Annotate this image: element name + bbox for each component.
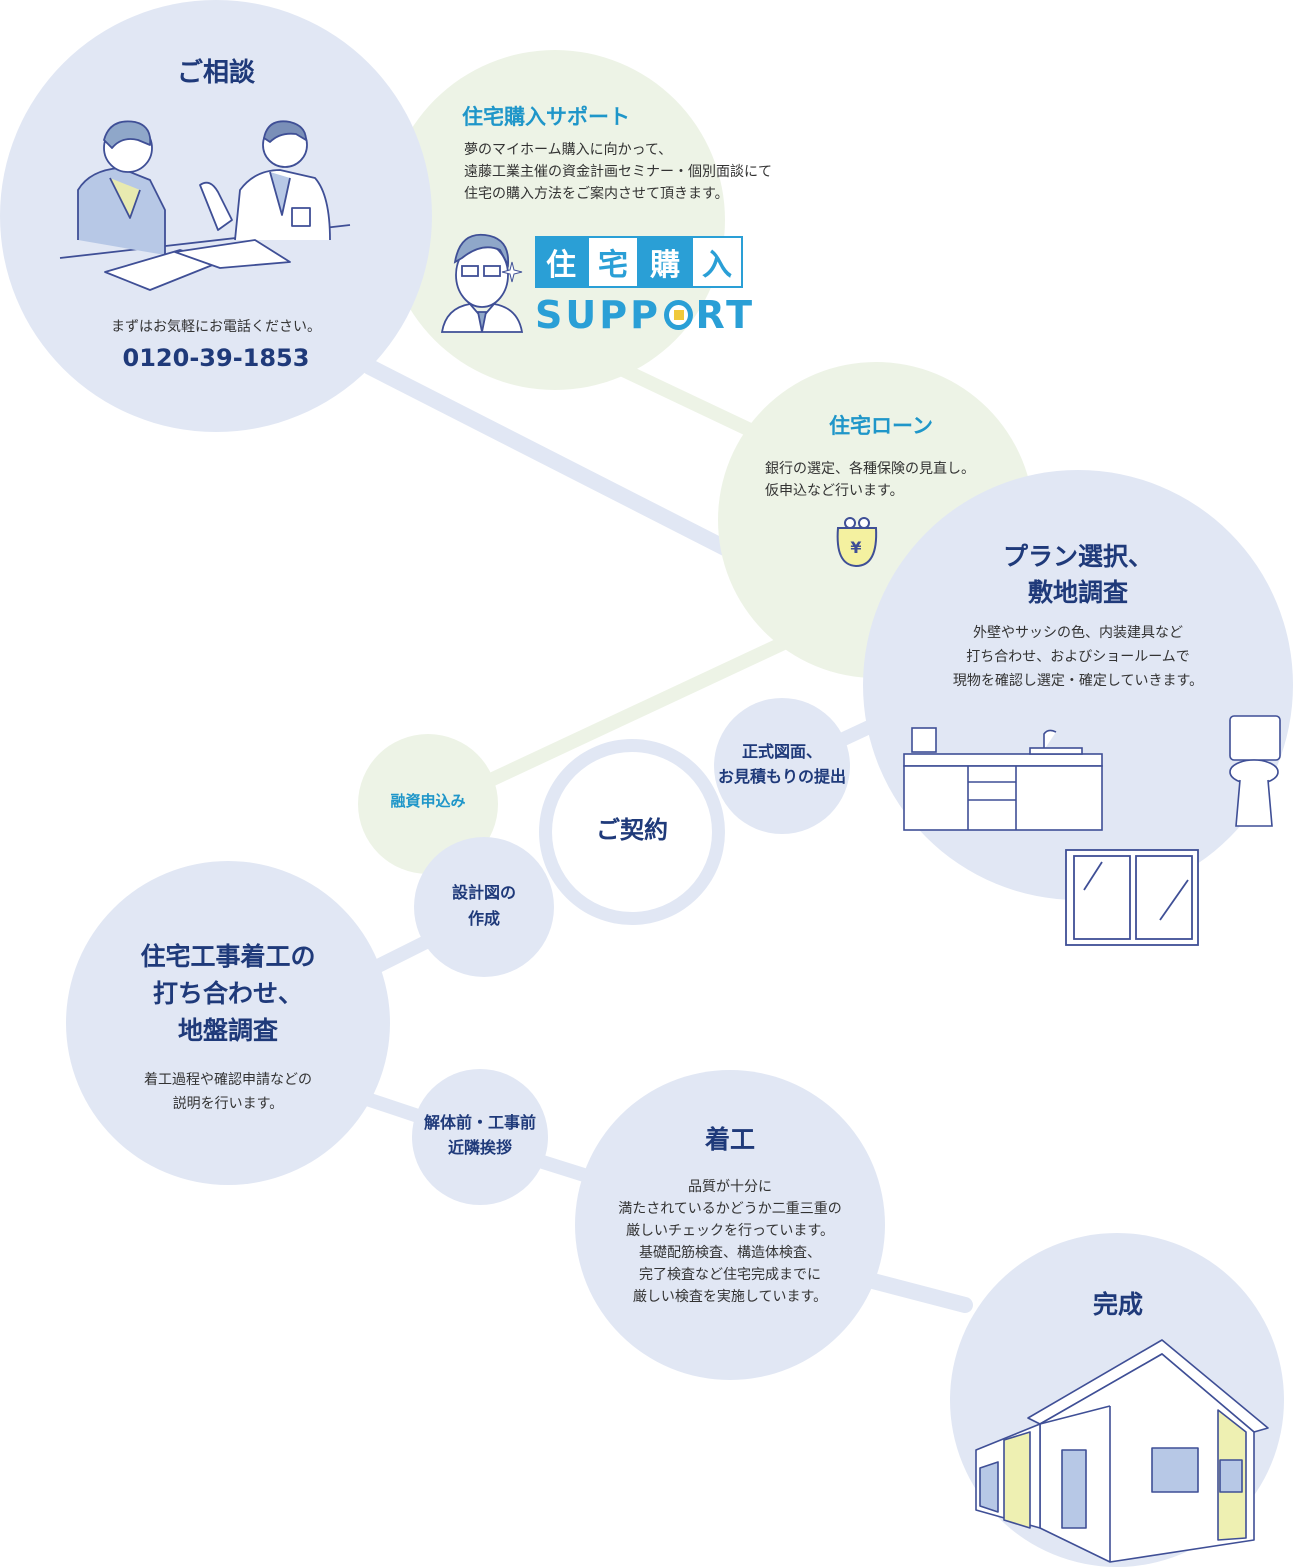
logo-char-3: 購: [639, 236, 691, 288]
start-circle: [575, 1070, 885, 1380]
estimate-line-2: お見積もりの提出: [717, 767, 846, 786]
meeting-line-1: 着工過程や確認申請などの: [144, 1072, 312, 1088]
design-line-2: 作成: [467, 909, 500, 928]
consult-title: ご相談: [176, 58, 255, 88]
logo-house-o-icon: [663, 300, 693, 330]
consult-note: まずはお気軽にお電話ください。: [111, 319, 321, 335]
yen-symbol: ¥: [850, 538, 862, 557]
contract-label: ご契約: [596, 816, 668, 844]
logo-char-4: 入: [691, 236, 743, 288]
estimate-line-1: 正式図面、: [741, 742, 822, 761]
meeting-title-line-2: 打ち合わせ、: [152, 979, 303, 1008]
start-line-3: 厳しいチェックを行っています。: [626, 1223, 834, 1239]
support-line-2: 遠藤工業主催の資金計画セミナー・個別面談にて: [464, 164, 772, 180]
design-circle: [414, 837, 554, 977]
consult-phone[interactable]: 0120-39-1853: [122, 344, 310, 372]
loan-line-1: 銀行の選定、各種保険の見直し。: [765, 461, 975, 477]
plan-line-3: 現物を確認し選定・確定していきます。: [952, 673, 1204, 689]
logo-word-pre: SUPP: [535, 293, 661, 337]
financing-label: 融資申込み: [390, 792, 466, 810]
meeting-circle: [66, 861, 390, 1185]
greeting-line-2: 近隣挨拶: [447, 1138, 512, 1157]
start-line-4: 基礎配筋検査、構造体検査、: [639, 1245, 821, 1261]
plan-title-line-1: プラン選択、: [1002, 542, 1153, 571]
complete-title: 完成: [1092, 1290, 1143, 1319]
window-illustration: [1065, 849, 1199, 946]
kitchen-illustration: [903, 727, 1103, 831]
start-title: 着工: [704, 1125, 755, 1154]
start-line-2: 満たされているかどうか二重三重の: [618, 1201, 842, 1217]
start-line-6: 厳しい検査を実施しています。: [632, 1289, 828, 1305]
support-circle: [385, 50, 725, 390]
support-title: 住宅購入サポート: [462, 105, 630, 129]
support-line-1: 夢のマイホーム購入に向かって、: [464, 142, 673, 158]
support-line-3: 住宅の購入方法をご案内させて頂きます。: [464, 186, 729, 202]
meeting-title-line-1: 住宅工事着工の: [140, 942, 316, 971]
loan-line-2: 仮申込など行います。: [765, 483, 904, 499]
greeting-circle: [412, 1069, 548, 1205]
connector-loan-financing: [473, 633, 797, 792]
support-logo-word: SUPP RT: [535, 294, 755, 336]
financing-circle: [358, 734, 498, 874]
plan-line-2: 打ち合わせ、およびショールームで: [966, 649, 1190, 665]
plan-title-line-2: 敷地調査: [1027, 578, 1128, 607]
start-line-5: 完了検査など住宅完成までに: [639, 1267, 821, 1283]
support-logo: 住 宅 購 入: [535, 236, 743, 288]
toilet-illustration: [1229, 715, 1281, 827]
connector-design-meeting: [363, 933, 437, 977]
design-line-1: 設計図の: [451, 883, 516, 902]
logo-char-2: 宅: [587, 236, 639, 288]
consultation-illustration: [59, 120, 351, 291]
meeting-line-2: 説明を行います。: [172, 1096, 284, 1112]
logo-char-1: 住: [535, 236, 587, 288]
loan-title: 住宅ローン: [829, 414, 933, 438]
house-illustration: [975, 1339, 1269, 1563]
contract-inner: [552, 752, 712, 912]
purse-yen-icon: [836, 517, 878, 568]
logo-word-post: RT: [695, 293, 755, 337]
greeting-line-1: 解体前・工事前: [423, 1113, 536, 1132]
start-line-1: 品質が十分に: [688, 1179, 772, 1195]
meeting-title-line-3: 地盤調査: [177, 1016, 278, 1045]
support-person-illustration: [440, 233, 524, 333]
estimate-circle: [714, 698, 850, 834]
plan-line-1: 外壁やサッシの色、内装建具など: [973, 625, 1183, 641]
